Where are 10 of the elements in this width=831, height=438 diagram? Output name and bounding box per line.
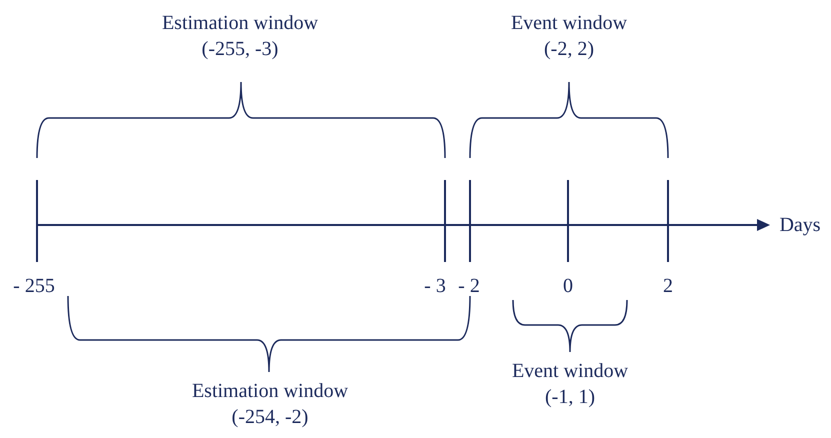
window-label: Estimation window (-255, -3) <box>160 11 320 62</box>
axis-label: Days <box>778 213 822 238</box>
window-label: Event window (-2, 2) <box>510 11 628 62</box>
tick-label: - 255 <box>12 274 56 299</box>
window-label: Estimation window (-254, -2) <box>190 379 350 430</box>
window-label: Event window (-1, 1) <box>510 359 630 410</box>
tick-label: - 3 <box>423 274 447 299</box>
tick-label: - 2 <box>457 274 481 299</box>
tick-label: 2 <box>662 274 674 299</box>
tick-label: 0 <box>562 274 574 299</box>
